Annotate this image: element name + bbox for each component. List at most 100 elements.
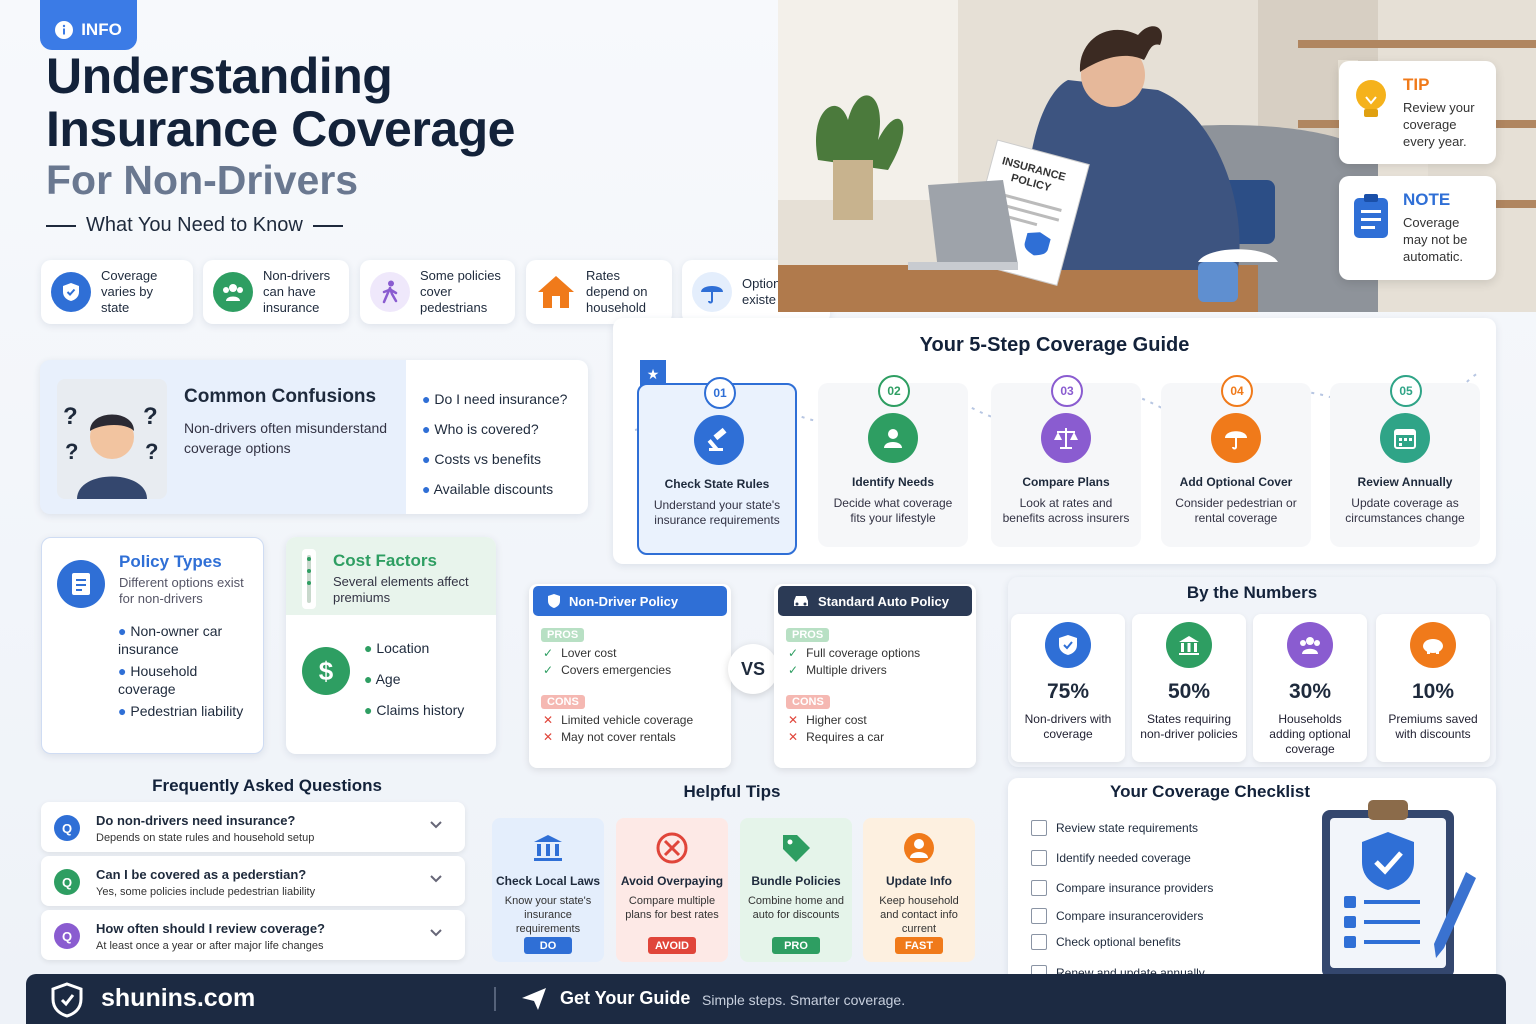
- checklist-item[interactable]: Identify needed coverage: [1031, 850, 1191, 866]
- con-item: ✕May not cover rentals: [543, 730, 676, 744]
- page-subtitle: What You Need to Know: [46, 214, 343, 237]
- shield-icon: [1045, 622, 1091, 668]
- gavel-icon: [694, 415, 744, 465]
- faq-answer: Yes, some policies include pedestrian li…: [96, 886, 316, 898]
- tip-title: Bundle Policies: [751, 874, 841, 888]
- stat-label: States requiring non-driver policies: [1140, 712, 1238, 741]
- step-number: 04: [1221, 375, 1253, 407]
- cost-factors-title: Cost Factors: [333, 551, 437, 570]
- stat-value: 10%: [1411, 680, 1455, 703]
- tip-text: Compare multiple plans for best rates: [625, 895, 719, 921]
- feature-card: Non-drivers can have insurance: [203, 260, 349, 324]
- non-driver-policy-header: Non-Driver Policy: [533, 586, 727, 616]
- step-title: Identify Needs: [851, 475, 935, 489]
- step-number: 02: [878, 375, 910, 407]
- list-item: ● Available discounts: [422, 481, 554, 497]
- tip-text: Know your state's insurance requirements: [504, 895, 592, 935]
- step-description: Look at rates and benefits across insure…: [1002, 496, 1130, 525]
- step-number: 05: [1390, 375, 1422, 407]
- pros-label: PROS: [786, 628, 830, 642]
- bank-icon: [528, 828, 568, 868]
- confused-person-illustration: ? ? ? ?: [57, 379, 167, 499]
- faq-badge: Q: [54, 815, 80, 841]
- scales-icon: [1041, 413, 1091, 463]
- faq-title: Frequently Asked Questions: [152, 776, 382, 795]
- step-title: Review Annually: [1357, 475, 1453, 489]
- faq-answer: At least once a year or after major life…: [96, 940, 324, 952]
- people-icon: [213, 272, 253, 312]
- chevron-down-icon[interactable]: [429, 928, 443, 938]
- faq-answer: Depends on state rules and household set…: [96, 832, 315, 844]
- step-title: Check State Rules: [664, 477, 770, 491]
- tips-title: Helpful Tips: [683, 782, 781, 801]
- get-guide-link[interactable]: Get Your Guide: [560, 988, 691, 1008]
- con-item: ✕Higher cost: [788, 713, 867, 727]
- checklist-item[interactable]: Compare insurance providers: [1031, 880, 1213, 896]
- step-title: Add Optional Cover: [1179, 475, 1293, 489]
- tip-text: Review your coverage every year.: [1403, 100, 1475, 149]
- svg-text:?: ?: [65, 439, 78, 464]
- list-item: ● Costs vs benefits: [422, 451, 541, 467]
- note-title: NOTE: [1403, 190, 1451, 209]
- faq-badge: Q: [54, 869, 80, 895]
- standard-auto-policy-card: Standard Auto Policy PROS ✓Full coverage…: [774, 584, 976, 768]
- shield-icon: [51, 272, 91, 312]
- checklist-item[interactable]: Check optional benefits: [1031, 934, 1181, 950]
- shield-icon: [547, 593, 561, 609]
- umbrella-icon: [692, 272, 732, 312]
- list-item: ● Age: [364, 671, 401, 687]
- subtitle-text: What You Need to Know: [86, 214, 303, 236]
- umbrella-icon: [1211, 413, 1261, 463]
- feature-card: Rates depend on household: [526, 260, 672, 324]
- clipboard-icon: [1351, 192, 1391, 240]
- checkbox[interactable]: [1031, 880, 1047, 896]
- feature-label: Rates depend on household: [586, 268, 648, 315]
- checkbox[interactable]: [1031, 820, 1047, 836]
- chevron-down-icon[interactable]: [429, 874, 443, 884]
- cost-factors-card: Cost Factors Several elements affect pre…: [286, 537, 496, 754]
- info-label: INFO: [81, 20, 122, 39]
- stat-label: Non-drivers with coverage: [1024, 712, 1112, 741]
- tip-text: Keep household and contact info current: [879, 895, 959, 935]
- feature-label: Coverage varies by state: [101, 268, 158, 315]
- tip-badge: PRO: [772, 937, 820, 954]
- con-item: ✕Requires a car: [788, 730, 885, 744]
- chevron-down-icon[interactable]: [429, 820, 443, 830]
- house-icon: [536, 272, 576, 312]
- shield-logo-icon: [50, 982, 84, 1018]
- calendar-icon: [1380, 413, 1430, 463]
- checklist-item[interactable]: Review state requirements: [1031, 820, 1198, 836]
- checklist-item[interactable]: Compare insuranceroviders: [1031, 908, 1203, 924]
- checkbox[interactable]: [1031, 850, 1047, 866]
- confusions-list: ● Do I need insurance? ● Who is covered?…: [422, 384, 567, 504]
- page-title-secondary: For Non-Drivers: [46, 157, 359, 203]
- page-title: Understanding Insurance Coverage: [46, 50, 515, 156]
- policy-types-title: Policy Types: [119, 552, 222, 571]
- brand-name[interactable]: shunins.com: [101, 984, 256, 1012]
- list-item: ● Who is covered?: [422, 421, 539, 437]
- send-icon: [520, 986, 548, 1012]
- cons-label: CONS: [541, 695, 585, 709]
- tag-icon: [776, 828, 816, 868]
- vs-badge: VS: [728, 644, 778, 694]
- avoid-icon: [652, 828, 692, 868]
- checkbox[interactable]: [1031, 934, 1047, 950]
- stat-card: 75%Non-drivers with coverage: [1011, 614, 1125, 762]
- checklist-title: Your Coverage Checklist: [1110, 782, 1310, 801]
- faq-question: How often should I review coverage?: [96, 921, 325, 936]
- non-driver-policy-card: Non-Driver Policy PROS ✓Lover cost ✓Cove…: [529, 584, 731, 768]
- checkbox[interactable]: [1031, 908, 1047, 924]
- feature-label: Non-drivers can have insurance: [263, 268, 331, 315]
- thermometer-icon: [302, 549, 316, 609]
